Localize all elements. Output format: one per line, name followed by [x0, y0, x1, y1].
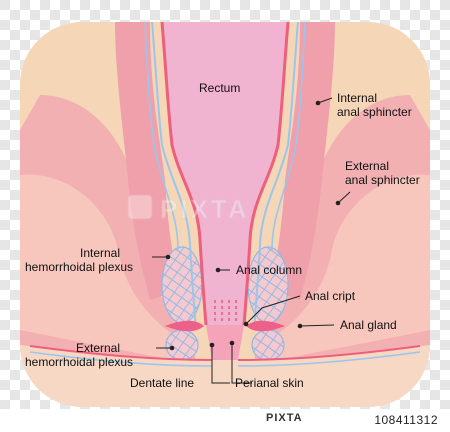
rectum-lumen [162, 22, 288, 325]
label-internal-hemorrhoidal-plexus-line2: hemorrhoidal plexus [25, 260, 133, 274]
label-anal-cript: Anal cript [305, 289, 356, 303]
left-anal-gland [165, 320, 204, 332]
label-external-hemorrhoidal-plexus-line2: hemorrhoidal plexus [25, 355, 133, 369]
rectum-wall-right [242, 22, 290, 326]
label-dentate-line: Dentate line [130, 376, 194, 390]
label-external-hemorrhoidal-plexus-line1: External [76, 341, 120, 355]
leader-dots [165, 100, 341, 351]
perianal-vessel-left [29, 351, 213, 367]
right-internal-sphincter [270, 22, 335, 300]
rectum-wall-left [160, 22, 208, 326]
anal-canal [206, 325, 244, 360]
footer-bar: PIXTA 108411312 [0, 409, 450, 432]
label-internal-anal-sphincter-line1: Internal [337, 91, 377, 105]
label-external-anal-sphincter-line1: External [345, 159, 389, 173]
right-skin-strip [265, 174, 430, 362]
footer-brand: PIXTA [266, 412, 303, 424]
left-wall-vessel [151, 22, 197, 331]
right-anal-gland [246, 320, 285, 332]
left-outer-vessel [144, 22, 179, 251]
left-external-plexus [165, 329, 199, 361]
perianal-skin-edge-right [237, 345, 421, 361]
right-internal-plexus [247, 246, 289, 324]
label-internal-anal-sphincter-line2: anal sphincter [337, 105, 412, 119]
perianal-skin-band [20, 345, 430, 407]
perianal-vessel-right [237, 351, 421, 367]
label-external-anal-sphincter-line2: anal sphincter [345, 173, 420, 187]
anal-columns [214, 300, 237, 322]
label-anal-gland: Anal gland [340, 318, 397, 332]
label-perianal-skin: Perianal skin [235, 376, 304, 390]
left-skin-strip [20, 174, 185, 362]
right-outer-vessel [271, 22, 306, 251]
leader-lines [152, 97, 351, 384]
label-rectum: Rectum [199, 81, 240, 95]
right-wall-vessel [253, 22, 299, 331]
label-anal-column: Anal column [236, 263, 302, 277]
label-internal-hemorrhoidal-plexus-line1: Internal [80, 246, 120, 260]
right-external-plexus [251, 329, 285, 361]
left-internal-sphincter [115, 22, 180, 300]
perianal-skin-edge-left [29, 345, 213, 361]
footer-image-id: 108411312 [374, 413, 438, 427]
